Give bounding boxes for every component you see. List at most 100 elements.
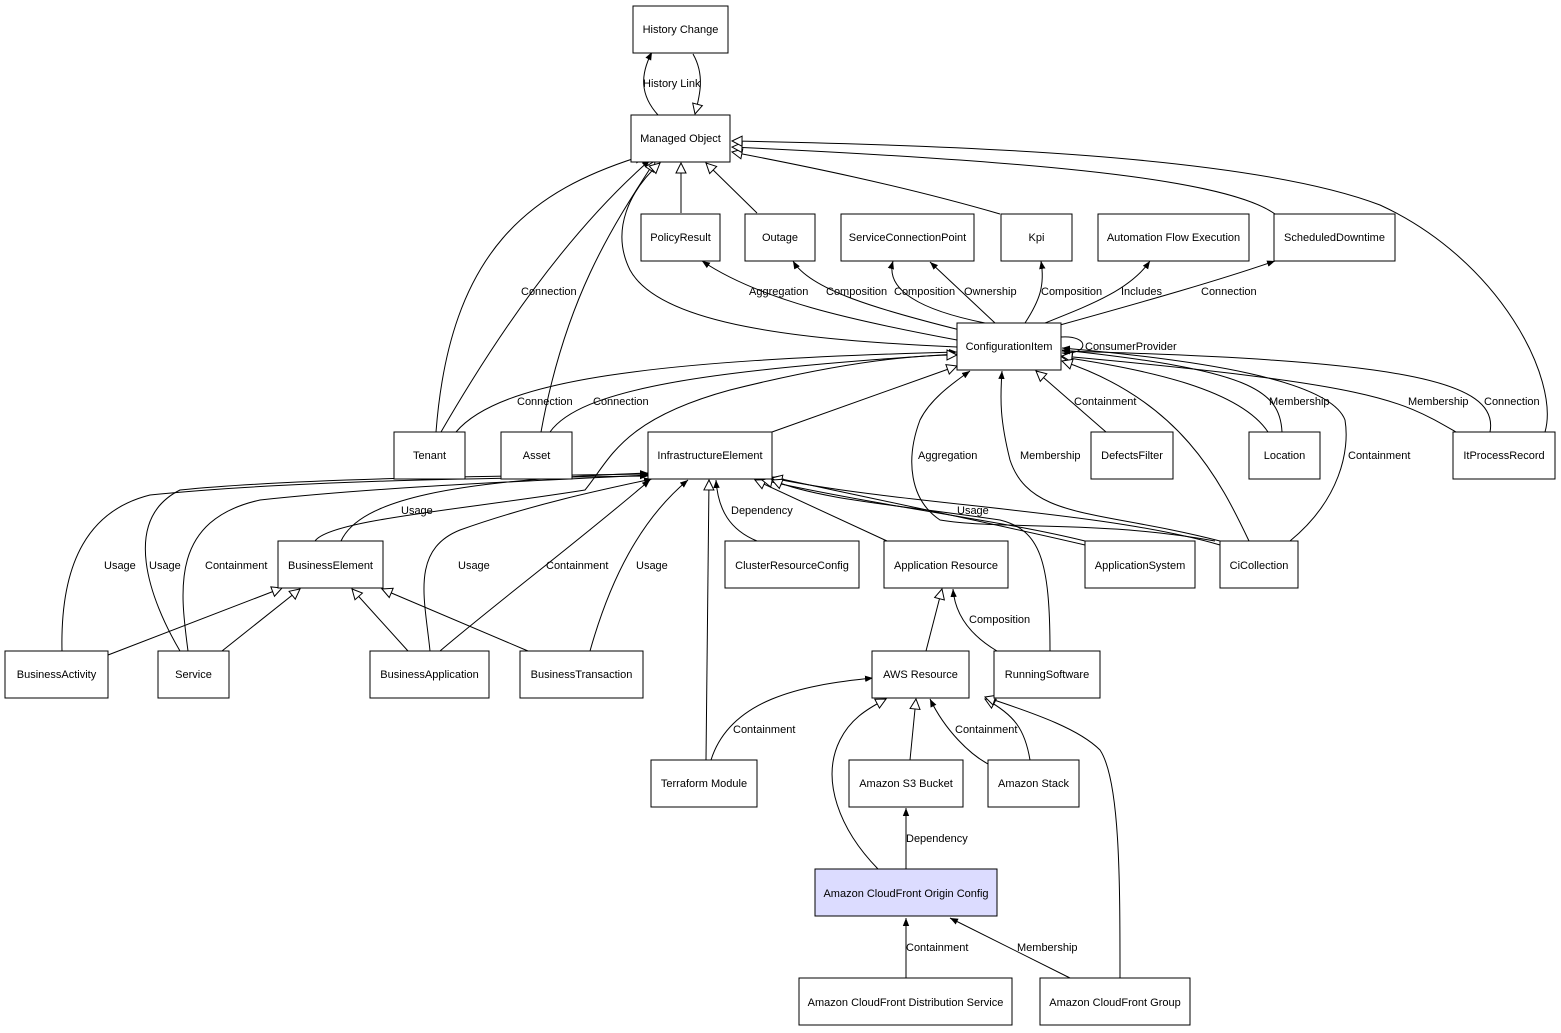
edge-s3-inherit xyxy=(910,699,916,761)
node-label: Amazon Stack xyxy=(998,778,1069,790)
edge-tenant-connection-ci xyxy=(455,349,958,433)
node-label: ConfigurationItem xyxy=(966,341,1053,353)
edge-composition-scp xyxy=(887,260,986,324)
node-box xyxy=(871,650,970,699)
edge-history-link xyxy=(643,51,659,116)
node-label: PolicyResult xyxy=(650,232,711,244)
node-history-change[interactable]: History Change xyxy=(632,5,729,54)
node-label: Amazon S3 Bucket xyxy=(859,778,953,790)
node-configuration-item[interactable]: ConfigurationItem xyxy=(956,322,1062,371)
edge-label: Containment xyxy=(733,724,795,736)
edge-composition-outage xyxy=(792,260,961,331)
edge-stack-containment xyxy=(929,698,991,766)
node-box xyxy=(883,540,1009,589)
edge-label: Usage xyxy=(957,505,989,517)
node-label: InfrastructureElement xyxy=(657,450,762,462)
node-label: Automation Flow Execution xyxy=(1107,232,1240,244)
edge-tenant-inherit xyxy=(435,155,645,433)
node-box xyxy=(956,322,1062,371)
edge-scheduled-inherit xyxy=(732,147,1276,215)
node-label: ScheduledDowntime xyxy=(1284,232,1385,244)
node-service-connection-point[interactable]: ServiceConnectionPoint xyxy=(840,213,975,262)
edge-label: Connection xyxy=(517,396,573,408)
node-cluster-resource-config[interactable]: ClusterResourceConfig xyxy=(724,540,860,589)
edge-ci-inherit-mo xyxy=(621,163,958,348)
edge-label: Membership xyxy=(1408,396,1469,408)
edge-businessapp-containment xyxy=(439,479,651,652)
node-tenant[interactable]: Tenant xyxy=(393,431,466,480)
edge-label: Connection xyxy=(1201,286,1257,298)
node-box xyxy=(993,650,1101,699)
node-box xyxy=(840,213,975,262)
node-box xyxy=(1084,540,1196,589)
node-amazon-stack[interactable]: Amazon Stack xyxy=(987,759,1080,808)
node-label: Location xyxy=(1264,450,1306,462)
node-policy-result[interactable]: PolicyResult xyxy=(640,213,721,262)
node-terraform-module[interactable]: Terraform Module xyxy=(650,759,758,808)
node-box xyxy=(632,5,729,54)
edge-businesselement-inherit-ci xyxy=(314,355,957,542)
edge-itprocess-membership xyxy=(1062,356,1457,433)
node-kpi[interactable]: Kpi xyxy=(1000,213,1073,262)
node-label: DefectsFilter xyxy=(1101,450,1163,462)
node-business-application[interactable]: BusinessApplication xyxy=(369,650,490,699)
edge-label: Containment xyxy=(1074,396,1136,408)
edge-infra-inherit-ci xyxy=(771,366,957,433)
node-outage[interactable]: Outage xyxy=(744,213,816,262)
node-box xyxy=(4,650,109,699)
edge-label: ConsumerProvider xyxy=(1085,341,1177,353)
node-scheduled-downtime[interactable]: ScheduledDowntime xyxy=(1273,213,1396,262)
node-box xyxy=(848,759,964,808)
node-running-software[interactable]: RunningSoftware xyxy=(993,650,1101,699)
edge-connection-sd xyxy=(1059,260,1276,326)
node-label: ClusterResourceConfig xyxy=(735,560,849,572)
edge-ownership-scp xyxy=(929,261,996,324)
node-amazon-cloudfront-distribution-service[interactable]: Amazon CloudFront Distribution Service xyxy=(798,977,1013,1026)
node-label: BusinessElement xyxy=(288,560,373,572)
node-label: ApplicationSystem xyxy=(1095,560,1186,572)
edge-label: Aggregation xyxy=(918,450,977,462)
node-aws-resource[interactable]: AWS Resource xyxy=(871,650,970,699)
node-box xyxy=(1273,213,1396,262)
node-label: BusinessActivity xyxy=(17,669,97,681)
edge-label: Includes xyxy=(1121,286,1162,298)
node-box xyxy=(647,431,773,480)
node-application-resource[interactable]: Application Resource xyxy=(883,540,1009,589)
node-amazon-s3-bucket[interactable]: Amazon S3 Bucket xyxy=(848,759,964,808)
edge-asset-connection-ci xyxy=(549,351,958,433)
node-infrastructure-element[interactable]: InfrastructureElement xyxy=(647,431,773,480)
node-label: History Change xyxy=(643,24,719,36)
node-box xyxy=(1219,540,1299,589)
edge-label: Usage xyxy=(458,560,490,572)
node-managed-object[interactable]: Managed Object xyxy=(630,114,731,163)
node-box xyxy=(1452,431,1556,480)
node-business-activity[interactable]: BusinessActivity xyxy=(4,650,109,699)
edge-label: Dependency xyxy=(731,505,793,517)
node-amazon-cloudfront-group[interactable]: Amazon CloudFront Group xyxy=(1039,977,1191,1026)
node-it-process-record[interactable]: ItProcessRecord xyxy=(1452,431,1556,480)
edge-cicollection-inherit-ci xyxy=(1062,361,1250,542)
edge-includes-afe xyxy=(1044,260,1151,324)
node-box xyxy=(744,213,816,262)
node-business-transaction[interactable]: BusinessTransaction xyxy=(519,650,644,699)
node-amazon-cloudfront-origin-config[interactable]: Amazon CloudFront Origin Config xyxy=(814,868,998,917)
edge-label: Composition xyxy=(969,614,1030,626)
node-business-element[interactable]: BusinessElement xyxy=(277,540,384,589)
node-label: Amazon CloudFront Group xyxy=(1049,997,1180,1009)
node-automation-flow-execution[interactable]: Automation Flow Execution xyxy=(1097,213,1250,262)
node-asset[interactable]: Asset xyxy=(500,431,573,480)
node-location[interactable]: Location xyxy=(1248,431,1321,480)
node-label: ItProcessRecord xyxy=(1463,450,1544,462)
edge-cicollection-containment xyxy=(1061,345,1347,542)
edge-group-membership xyxy=(949,917,1071,979)
edge-tenant-connection xyxy=(440,159,651,433)
edge-origin-inherit xyxy=(831,699,886,870)
node-label: ServiceConnectionPoint xyxy=(849,232,966,244)
node-service[interactable]: Service xyxy=(157,650,230,699)
node-ci-collection[interactable]: CiCollection xyxy=(1219,540,1299,589)
edge-terraform-containment xyxy=(710,675,874,761)
node-defects-filter[interactable]: DefectsFilter xyxy=(1090,431,1174,480)
node-application-system[interactable]: ApplicationSystem xyxy=(1084,540,1196,589)
node-label: Terraform Module xyxy=(661,778,747,790)
